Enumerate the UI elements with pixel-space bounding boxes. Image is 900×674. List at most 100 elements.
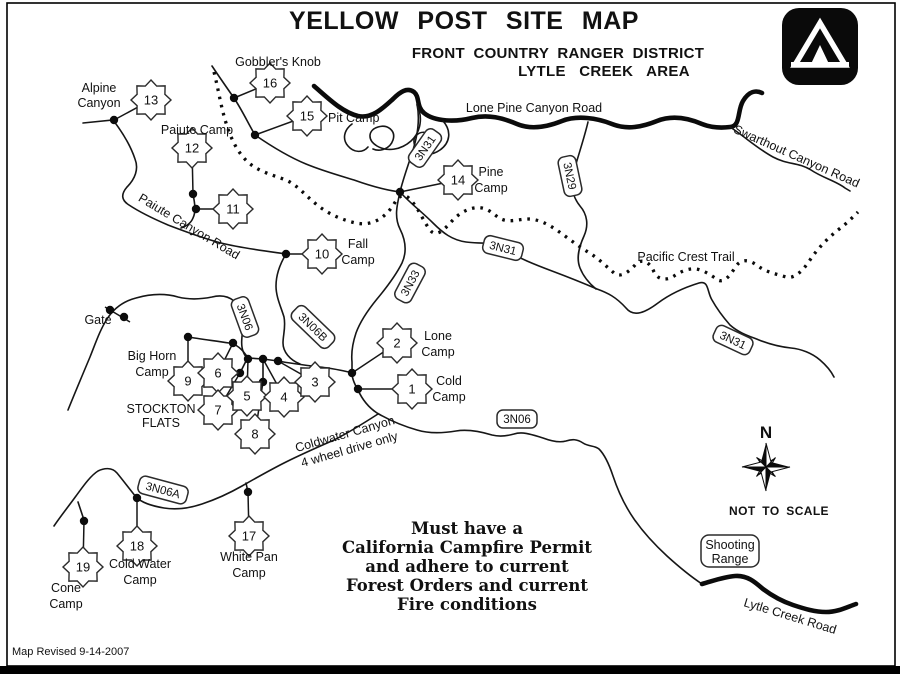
road-badge-3n33-4: 3N33 (394, 262, 426, 304)
site-dot-11 (191, 204, 201, 214)
road-badge-3n31-2: 3N31 (712, 324, 754, 356)
site-badge-16: 16 (248, 61, 292, 105)
site-badge-14: 14 (436, 158, 480, 202)
road-3n06b (275, 253, 301, 365)
site-dot-14 (395, 187, 405, 197)
subtitle-area: LYTLE CREEK AREA (518, 63, 690, 80)
site-number-18: 18 (130, 539, 144, 554)
campground-icon (782, 8, 858, 85)
site-dot-6 (228, 338, 238, 348)
site-number-15: 15 (300, 109, 314, 124)
site-badge-13: 13 (129, 78, 173, 122)
site-dot-17 (243, 487, 253, 497)
site-label-16: Gobbler's Knob (235, 55, 321, 69)
road-badge-3n06b-6: 3N06B (290, 304, 336, 350)
site-number-2: 2 (393, 336, 400, 351)
coldwater-canyon-road-3n06a (53, 413, 379, 527)
road-label-4: Coldwater Canyon4 wheel drive only (294, 413, 401, 470)
road-label-3: Pacific Crest Trail (637, 250, 734, 264)
site-badge-11: 11 (211, 187, 255, 231)
site-number-7: 7 (214, 403, 221, 418)
site-dot-10 (281, 249, 291, 259)
not-to-scale-note: NOT TO SCALE (729, 504, 829, 518)
site-dot-13 (109, 115, 119, 125)
revision-note: Map Revised 9-14-2007 (12, 646, 130, 658)
svg-text:3N06: 3N06 (503, 414, 531, 426)
page-title: YELLOW POST SITE MAP (289, 7, 639, 35)
site-number-19: 19 (76, 560, 90, 575)
site-connectors-layer (82, 82, 459, 568)
site-dot-9 (183, 332, 193, 342)
site-dot-15 (250, 130, 260, 140)
paiute-canyon-road (82, 119, 287, 255)
road-3n06-east (357, 389, 703, 585)
notice-line-2: California Campfire Permit (341, 538, 593, 557)
site-badge-6: 6 (196, 351, 240, 395)
site-dot-5 (243, 354, 253, 364)
site-dot-18 (132, 493, 142, 503)
site-dot-4 (258, 354, 268, 364)
site-badge-9: 9 (166, 359, 210, 403)
road-badge-3n29-3: 3N29 (557, 154, 583, 198)
switchback-loops (369, 104, 422, 151)
svg-text:Gate: Gate (84, 313, 111, 327)
site-dot-7 (235, 368, 245, 378)
road-label-0: Lone Pine Canyon Road (466, 101, 602, 115)
site-dot-16 (229, 93, 239, 103)
gate-road-3n06 (67, 293, 250, 411)
site-badge-4: 4 (262, 375, 306, 419)
notice-line-1: Must have a (410, 519, 524, 538)
site-badge-10: 10 (300, 232, 344, 276)
subtitle-district: FRONT COUNTRY RANGER DISTRICT (411, 45, 705, 62)
compass-rose-icon (741, 442, 791, 492)
site-number-1: 1 (408, 382, 415, 397)
site-dot-19 (79, 516, 89, 526)
campfire-permit-notice: Must have a California Campfire Permit a… (342, 519, 592, 614)
road-label-1: Swarthout Canyon Road (732, 122, 862, 190)
site-number-4: 4 (280, 390, 287, 405)
road-3n31-main (399, 191, 835, 378)
lone-pine-canyon-road (311, 83, 765, 130)
lytle-creek-road (699, 573, 859, 615)
site-number-9: 9 (184, 374, 191, 389)
site-badge-5: 5 (225, 374, 269, 418)
switchback-loops-3 (343, 123, 369, 153)
road-3n29 (571, 121, 597, 290)
road-badge-3n06-5: 3N06 (230, 296, 260, 338)
site-number-16: 16 (263, 76, 277, 91)
paiute-camp-spur (180, 193, 196, 229)
site-badge-15: 15 (285, 94, 329, 138)
gate-dot-2 (119, 312, 129, 322)
site-number-13: 13 (144, 93, 158, 108)
svg-text:3N29: 3N29 (560, 162, 577, 191)
site-dot-12 (188, 189, 198, 199)
site-badge-8: 8 (233, 412, 277, 456)
site-badge-2: 2 (375, 321, 419, 365)
gate-dot-1 (105, 305, 115, 315)
road-badge-3n06a-8: 3N06A (137, 475, 189, 505)
road-badge-3n06-7: 3N06 (496, 409, 538, 429)
site-number-3: 3 (311, 375, 318, 390)
site-dot-1 (353, 384, 363, 394)
site-badge-3: 3 (293, 360, 337, 404)
site-number-6: 6 (214, 366, 221, 381)
site-badge-1: 1 (390, 367, 434, 411)
site-number-10: 10 (315, 247, 329, 262)
road-badge-3n31-0: 3N31 (407, 128, 443, 168)
site-number-17: 17 (242, 529, 256, 544)
